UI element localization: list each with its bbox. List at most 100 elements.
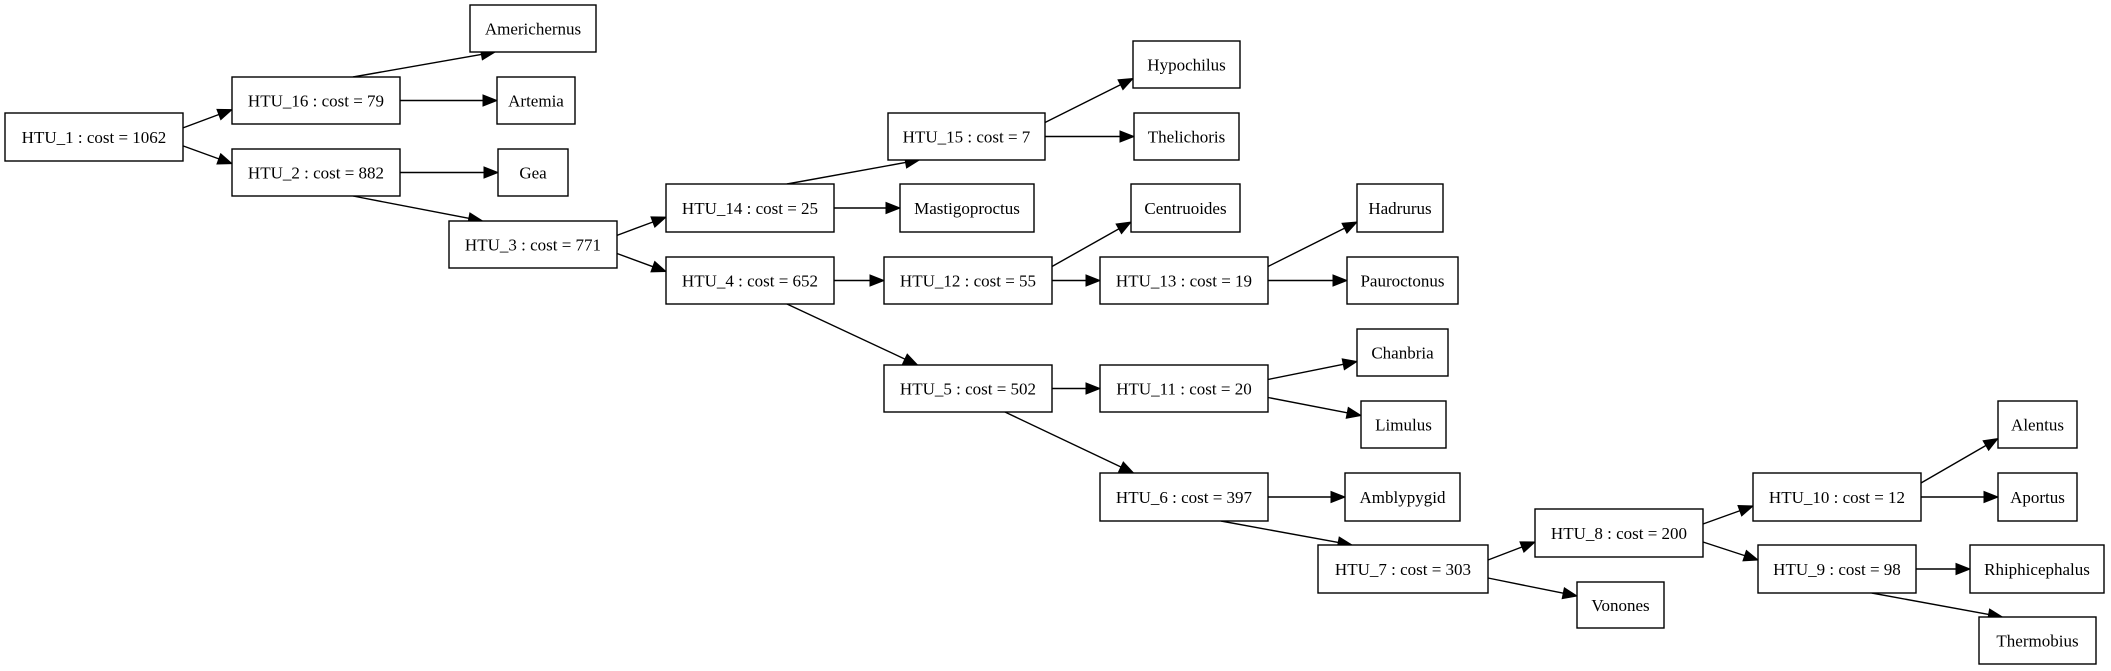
node-artemia: Artemia <box>496 76 576 125</box>
node-htu-7: HTU_7 : cost = 303 <box>1317 544 1489 594</box>
node-box <box>1576 581 1665 629</box>
node-box <box>1997 400 2078 449</box>
arrowhead-icon <box>483 166 500 179</box>
node-htu-8: HTU_8 : cost = 200 <box>1534 508 1704 558</box>
edge-htu-7-to-vonones <box>1487 577 1579 600</box>
node-box <box>883 256 1053 305</box>
node-mastigoproctus: Mastigoproctus <box>899 183 1035 233</box>
edge-htu-4-to-htu-12 <box>834 274 886 287</box>
node-limulus: Limulus <box>1360 400 1447 449</box>
node-box <box>1997 472 2078 522</box>
arrowhead-icon <box>216 108 234 121</box>
edge-htu-14-to-mastigoproctus <box>834 201 902 215</box>
node-chanbria: Chanbria <box>1356 328 1449 377</box>
edge-htu-8-to-htu-9 <box>1702 541 1760 562</box>
edge-line <box>1920 444 1987 484</box>
node-label: HTU_13 : cost = 19 <box>1116 272 1252 291</box>
edge-htu-13-to-pauroctonus <box>1268 274 1349 287</box>
node-box <box>231 76 401 125</box>
edge-line <box>1044 84 1121 124</box>
node-label: Mastigoproctus <box>914 199 1020 218</box>
edge-line <box>1702 510 1741 525</box>
edge-htu-4-to-htu-5 <box>786 303 919 366</box>
arrowhead-icon <box>1119 130 1136 143</box>
node-label: HTU_7 : cost = 303 <box>1335 560 1471 579</box>
edge-htu-16-to-artemia <box>400 94 499 107</box>
node-htu-5: HTU_5 : cost = 502 <box>883 364 1053 413</box>
arrowhead-icon <box>1519 541 1537 554</box>
node-label: HTU_6 : cost = 397 <box>1116 488 1253 507</box>
node-box <box>1133 112 1240 161</box>
node-box <box>1346 256 1459 305</box>
arrowhead-icon <box>885 201 902 215</box>
node-label: HTU_10 : cost = 12 <box>1769 488 1905 507</box>
arrowhead-icon <box>1330 490 1347 504</box>
node-box <box>231 148 401 197</box>
node-box <box>665 183 835 233</box>
edge-htu-13-to-hadrurus <box>1267 221 1359 268</box>
node-americhernus: Americhernus <box>469 4 597 53</box>
edge-htu-9-to-rhiphicephalus <box>1916 562 1972 576</box>
edge-htu-11-to-limulus <box>1267 396 1363 419</box>
arrowhead-icon <box>1341 221 1359 235</box>
node-box <box>496 76 576 125</box>
edge-line <box>352 195 469 220</box>
node-htu-13: HTU_13 : cost = 19 <box>1099 256 1269 305</box>
edge-line <box>1267 227 1345 268</box>
nodes-layer: HTU_1 : cost = 1062 HTU_16 : cost = 79 HTU… <box>4 4 2105 665</box>
arrowhead-icon <box>1737 505 1755 517</box>
node-box <box>497 148 569 197</box>
node-label: HTU_1 : cost = 1062 <box>22 128 167 147</box>
node-label: HTU_8 : cost = 200 <box>1551 524 1687 543</box>
node-amblypygid: Amblypygid <box>1344 472 1461 522</box>
edge-line <box>616 252 654 268</box>
node-box <box>448 220 618 269</box>
edge-line <box>1220 520 1339 544</box>
node-label: HTU_12 : cost = 55 <box>900 272 1036 291</box>
node-box <box>899 183 1035 233</box>
arrowhead-icon <box>1955 562 1972 576</box>
node-box <box>1132 40 1241 89</box>
node-htu-3: HTU_3 : cost = 771 <box>448 220 618 269</box>
node-label: HTU_9 : cost = 98 <box>1773 560 1901 579</box>
node-vonones: Vonones <box>1576 581 1665 629</box>
node-htu-16: HTU_16 : cost = 79 <box>231 76 401 125</box>
node-gea: Gea <box>497 148 569 197</box>
arrowhead-icon <box>1345 406 1363 419</box>
arrowhead-icon <box>1341 358 1359 371</box>
node-htu-10: HTU_10 : cost = 12 <box>1752 472 1922 522</box>
edge-line <box>1487 577 1564 594</box>
node-box <box>1099 472 1269 522</box>
node-box <box>1969 544 2105 594</box>
arrowhead-icon <box>1115 221 1133 235</box>
node-htu-6: HTU_6 : cost = 397 <box>1099 472 1269 522</box>
node-label: Thelichoris <box>1148 128 1225 147</box>
node-htu-12: HTU_12 : cost = 55 <box>883 256 1053 305</box>
edge-htu-7-to-htu-8 <box>1487 541 1537 561</box>
node-label: Thermobius <box>1996 632 2078 651</box>
node-box <box>1752 472 1922 522</box>
node-label: Alentus <box>2011 416 2064 435</box>
node-label: HTU_16 : cost = 79 <box>248 92 384 111</box>
arrowhead-icon <box>1982 437 2000 452</box>
node-box <box>665 256 835 305</box>
arrowhead-icon <box>650 260 668 273</box>
node-box <box>1099 256 1269 305</box>
node-label: Hadrurus <box>1368 199 1431 218</box>
node-thermobius: Thermobius <box>1978 616 2097 665</box>
node-label: Gea <box>519 164 547 183</box>
node-label: HTU_15 : cost = 7 <box>903 128 1031 147</box>
node-rhiphicephalus: Rhiphicephalus <box>1969 544 2105 594</box>
edge-htu-9-to-thermobius <box>1871 592 2004 621</box>
node-label: Americhernus <box>485 20 581 39</box>
node-box <box>1099 364 1269 413</box>
arrowhead-icon <box>901 353 919 366</box>
node-box <box>1978 616 2097 665</box>
node-box <box>4 112 184 162</box>
node-label: Amblypygid <box>1360 488 1446 507</box>
arrowhead-icon <box>216 152 234 165</box>
edge-htu-6-to-amblypygid <box>1268 490 1347 504</box>
edge-htu-6-to-htu-7 <box>1220 520 1354 549</box>
node-label: HTU_3 : cost = 771 <box>465 236 601 255</box>
